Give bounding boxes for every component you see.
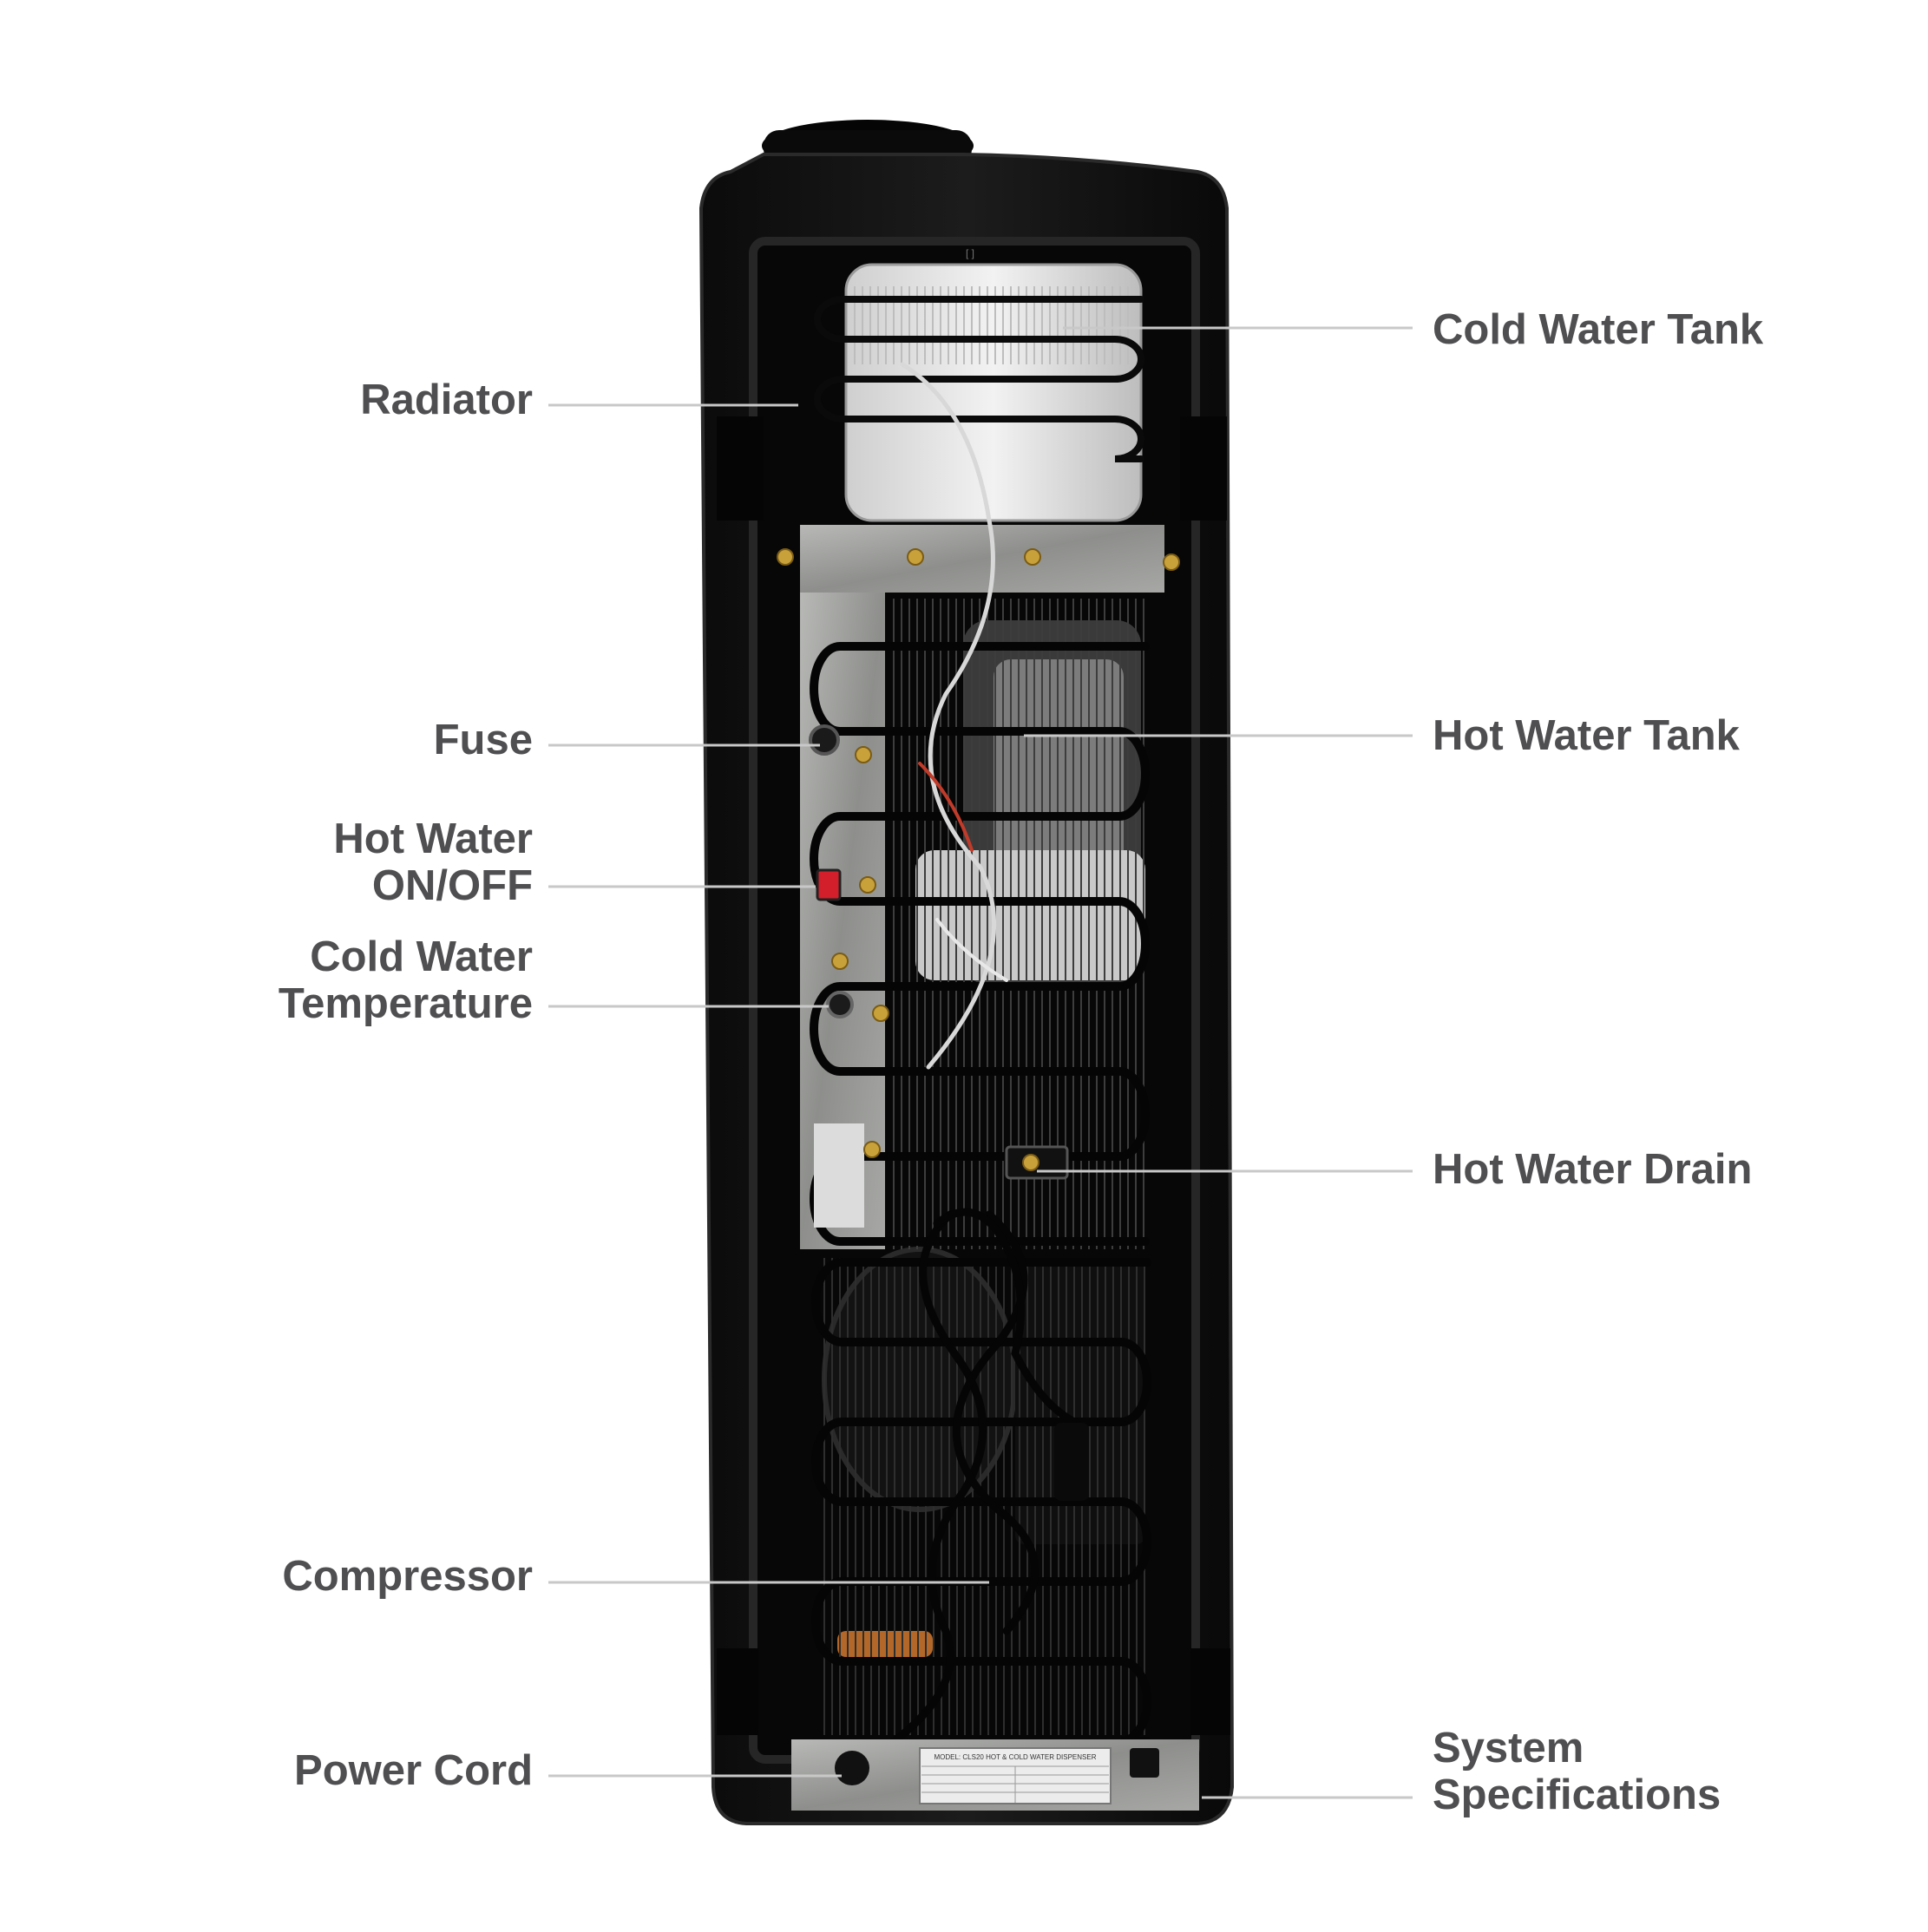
label-hot-water-drain: Hot Water Drain xyxy=(1433,1146,1752,1193)
condenser-grid xyxy=(823,286,1145,1735)
label-system-specifications-line-2: Specifications xyxy=(1433,1772,1721,1818)
condenser-coils xyxy=(810,296,1151,1745)
coil-tube xyxy=(814,296,1144,462)
power-cord xyxy=(846,1208,1089,1774)
label-power-cord: Power Cord xyxy=(294,1747,533,1794)
label-radiator: Radiator xyxy=(360,377,533,423)
spec-plate-rows xyxy=(921,1765,1109,1803)
warning-sticker xyxy=(814,1123,864,1228)
brass-screw xyxy=(831,953,849,970)
svg-text:[ ]: [ ] xyxy=(966,247,974,259)
leader-lines xyxy=(548,326,1413,1799)
coil-tube xyxy=(811,1258,1151,1745)
label-power-cord-line-1: Power Cord xyxy=(294,1747,533,1794)
label-hot-water-tank-line-1: Hot Water Tank xyxy=(1433,712,1740,759)
label-system-specifications-line-1: System xyxy=(1433,1725,1584,1772)
spec-plate-title: MODEL: CLS20 HOT & COLD WATER DISPENSER xyxy=(934,1753,1096,1761)
brass-screw xyxy=(855,746,872,763)
label-hot-water-switch: Hot Water ON/OFF xyxy=(333,815,533,909)
label-cold-water-tank: Cold Water Tank xyxy=(1433,306,1763,353)
brass-screw xyxy=(859,876,876,894)
label-cold-water-temperature: Cold Water Temperature xyxy=(279,933,533,1027)
label-system-specifications: System Specifications xyxy=(1433,1725,1721,1818)
label-hot-water-switch-line-2: ON/OFF xyxy=(371,862,533,909)
hot-water-switch xyxy=(816,868,842,901)
brass-screw xyxy=(1024,548,1041,566)
fuse xyxy=(809,724,840,756)
label-cold-water-tank-line-1: Cold Water Tank xyxy=(1433,306,1764,353)
brass-screw xyxy=(863,1141,881,1158)
label-cold-water-temperature-line-1: Cold Water xyxy=(310,933,533,980)
brass-screw xyxy=(872,1005,889,1022)
label-compressor-line-1: Compressor xyxy=(282,1553,533,1600)
brass-screw xyxy=(777,548,794,566)
label-cold-water-temperature-line-2: Temperature xyxy=(278,980,533,1027)
coil-tube xyxy=(810,642,1150,1246)
spec-bracket: MODEL: CLS20 HOT & COLD WATER DISPENSER xyxy=(791,1739,1199,1811)
brass-screw xyxy=(907,548,924,566)
label-fuse-line-1: Fuse xyxy=(433,717,533,763)
label-radiator-line-1: Radiator xyxy=(360,377,533,423)
label-hot-water-drain-line-1: Hot Water Drain xyxy=(1433,1146,1753,1193)
label-fuse: Fuse xyxy=(434,717,533,763)
label-compressor: Compressor xyxy=(282,1553,533,1600)
label-hot-water-switch-line-1: Hot Water xyxy=(333,815,533,862)
brass-screw xyxy=(1022,1154,1039,1171)
label-hot-water-tank: Hot Water Tank xyxy=(1433,712,1740,759)
internal-wiring xyxy=(900,362,1008,1070)
cold-water-thermostat xyxy=(826,991,854,1018)
brass-screw xyxy=(1163,553,1180,571)
